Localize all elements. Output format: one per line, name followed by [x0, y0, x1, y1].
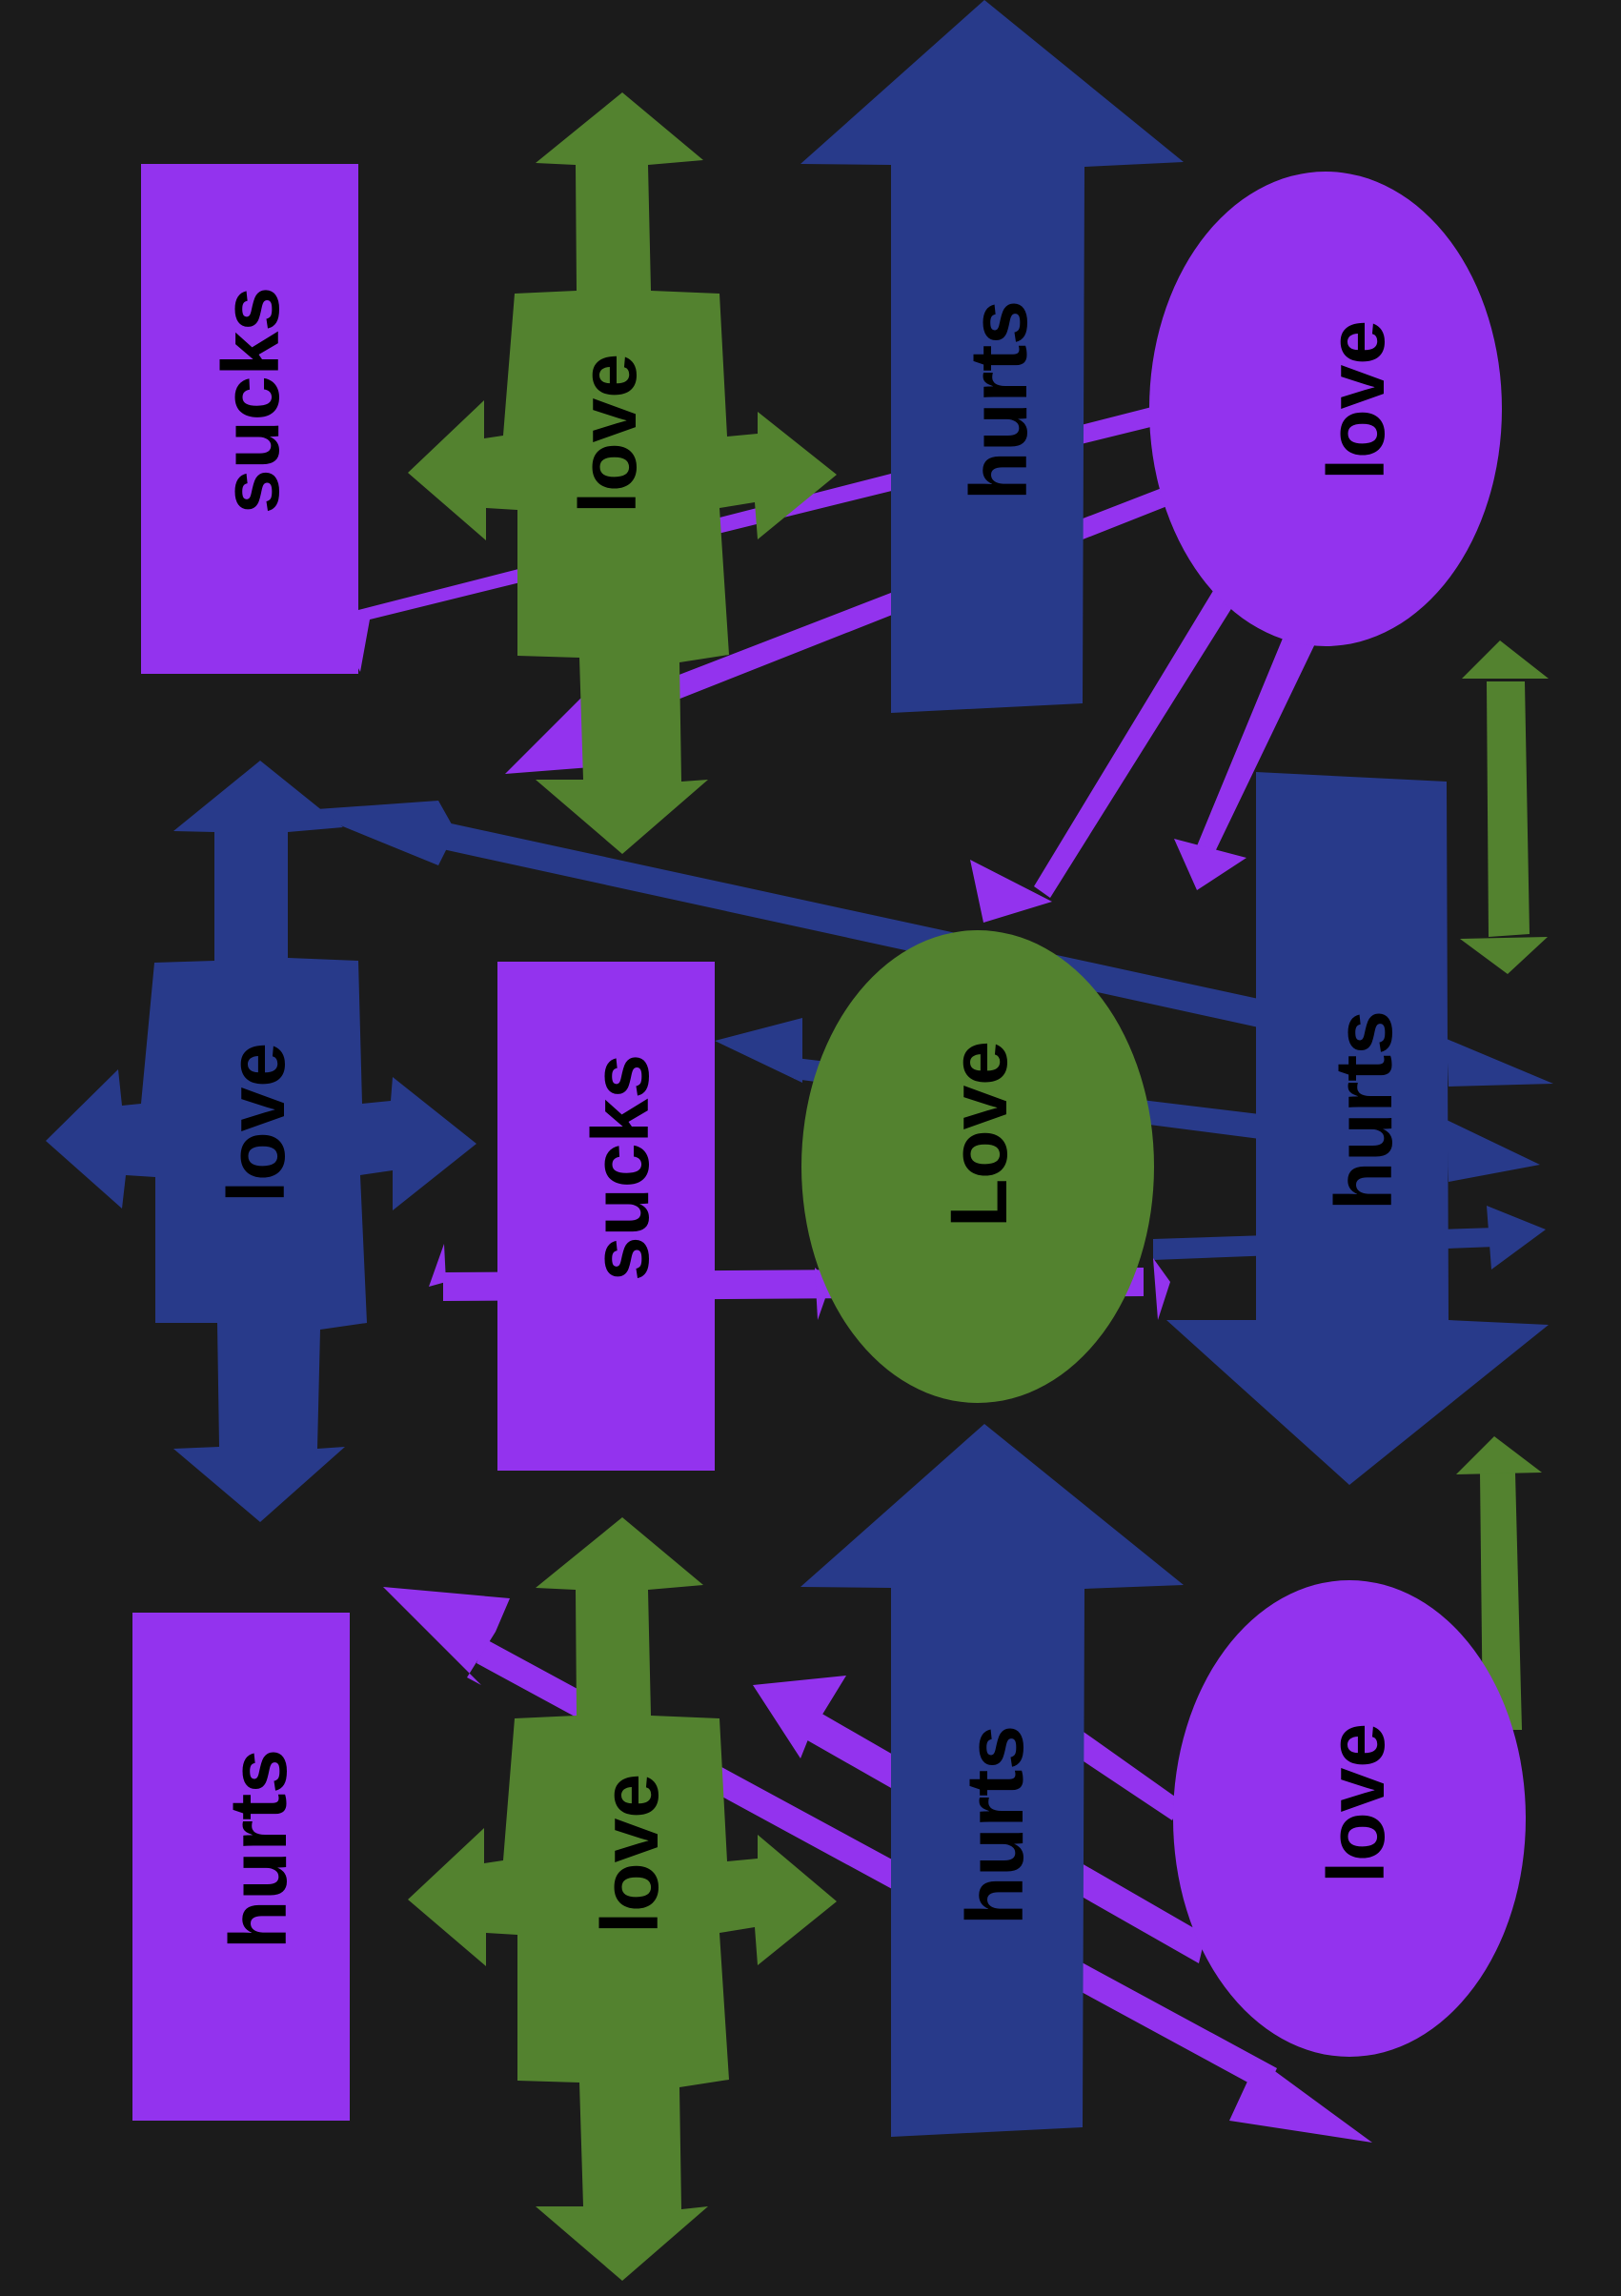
hurts-arrow-top: hurts: [800, 0, 1184, 713]
shape-label: sucks: [206, 287, 295, 514]
shape-label: love: [563, 354, 653, 514]
shape-label: love: [212, 1043, 301, 1203]
love-ellipse-bottom: love: [1173, 1580, 1526, 2057]
shape-label: love: [1311, 320, 1401, 480]
hurts-arrow-middle: hurts: [1166, 772, 1553, 1485]
love-ellipse-top: love: [1149, 172, 1502, 646]
connector-hurts-middle-to-love-middle: [303, 801, 1267, 1029]
hurts-arrow-bottom: hurts: [800, 1424, 1184, 2137]
connector-green-double-top: [1460, 640, 1549, 974]
shape-label: sucks: [576, 1054, 665, 1281]
shape-label: hurts: [950, 1725, 1040, 1925]
shape-label: love: [585, 1774, 675, 1934]
sucks-rect-top: sucks: [141, 164, 358, 674]
shape-label: Love: [934, 1041, 1023, 1228]
connector-love-top-to-hurts-middle: [1174, 629, 1320, 890]
shape-label: love: [1311, 1723, 1401, 1883]
love-cross-top: love: [408, 92, 837, 854]
connector-green-double-bottom: [1456, 1436, 1542, 1730]
connector-love-top-to-love-middle: [970, 572, 1244, 923]
hurts-rect-bottom: hurts: [132, 1613, 350, 2121]
sucks-rect-middle: sucks: [497, 962, 715, 1471]
love-cross-bottom: love: [408, 1517, 837, 2281]
shape-label: hurts: [954, 300, 1044, 500]
shape-label: hurts: [1319, 1010, 1408, 1210]
shape-label: hurts: [213, 1749, 303, 1949]
love-ellipse-middle: Love: [801, 930, 1154, 1403]
love-cross-middle: love: [46, 761, 476, 1522]
